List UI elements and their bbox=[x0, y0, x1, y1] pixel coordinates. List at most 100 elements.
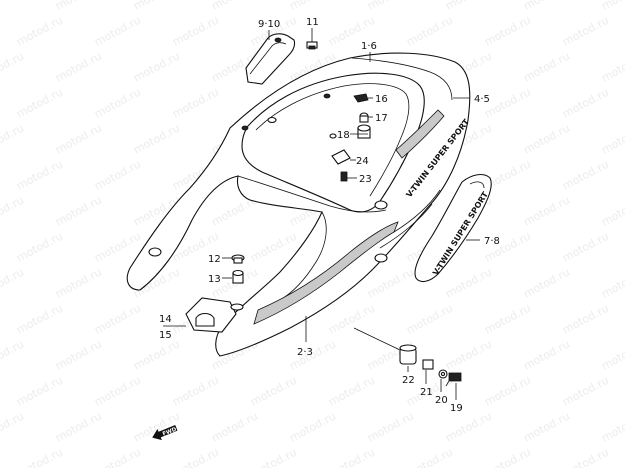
watermark-text: motod.ru bbox=[14, 373, 65, 408]
watermark-text: motod.ru bbox=[0, 0, 26, 13]
watermark-text: motod.ru bbox=[599, 265, 625, 300]
watermark-text: motod.ru bbox=[53, 409, 104, 444]
hardware-13 bbox=[232, 269, 244, 284]
hardware-16 bbox=[353, 93, 369, 103]
watermark-text: motod.ru bbox=[14, 13, 65, 48]
watermark-text: motod.ru bbox=[53, 265, 104, 300]
callout-labels: 9·10 11 1·6 16 4·5 17 18 24 23 7·8 12 13… bbox=[159, 17, 500, 414]
watermark-text: motod.ru bbox=[365, 265, 416, 300]
callout-15: 15 bbox=[159, 330, 172, 341]
watermark-text: motod.ru bbox=[0, 265, 26, 300]
watermark-text: motod.ru bbox=[443, 337, 494, 372]
callout-21: 21 bbox=[420, 387, 433, 398]
callout-16: 16 bbox=[375, 94, 388, 105]
watermark-text: motod.ru bbox=[92, 301, 143, 336]
watermark-text: motod.ru bbox=[209, 0, 260, 13]
watermark-text: motod.ru bbox=[53, 121, 104, 156]
fwd-arrow-icon: FWD bbox=[152, 425, 178, 441]
watermark-text: motod.ru bbox=[521, 265, 572, 300]
watermark-text: motod.ru bbox=[599, 49, 625, 84]
watermark-text: motod.ru bbox=[92, 85, 143, 120]
fwd-label: FWD bbox=[162, 426, 178, 437]
watermark-text: motod.ru bbox=[53, 193, 104, 228]
watermark-text: motod.ru bbox=[131, 337, 182, 372]
watermark-text: motod.ru bbox=[365, 409, 416, 444]
watermark-text: motod.ru bbox=[404, 301, 455, 336]
callout-17: 17 bbox=[375, 113, 388, 124]
watermark-text: motod.ru bbox=[53, 0, 104, 13]
watermark-text: motod.ru bbox=[443, 0, 494, 13]
callout-9-10: 9·10 bbox=[258, 19, 280, 30]
callout-2-3: 2·3 bbox=[297, 347, 313, 358]
leader-lines bbox=[163, 28, 480, 400]
watermark-text: motod.ru bbox=[14, 445, 65, 468]
watermark-text: motod.ru bbox=[443, 265, 494, 300]
callout-23: 23 bbox=[359, 174, 372, 185]
watermark-text: motod.ru bbox=[560, 157, 611, 192]
callout-7-8: 7·8 bbox=[484, 236, 500, 247]
callout-13: 13 bbox=[208, 274, 221, 285]
watermark-text: motod.ru bbox=[482, 229, 533, 264]
watermark-text: motod.ru bbox=[560, 445, 611, 468]
watermark-text: motod.ru bbox=[521, 0, 572, 13]
latch-bracket bbox=[185, 297, 244, 333]
bolt-11 bbox=[306, 41, 318, 50]
watermark-text: motod.ru bbox=[482, 13, 533, 48]
watermark-text: motod.ru bbox=[0, 121, 26, 156]
watermark-text: motod.ru bbox=[92, 445, 143, 468]
watermark-text: motod.ru bbox=[209, 409, 260, 444]
watermark-text: motod.ru bbox=[599, 337, 625, 372]
callout-12: 12 bbox=[208, 254, 221, 265]
hardware-24 bbox=[331, 149, 351, 165]
callout-11: 11 bbox=[306, 17, 319, 28]
watermark-text: motod.ru bbox=[287, 409, 338, 444]
bolt-19 bbox=[445, 372, 462, 387]
watermark-text: motod.ru bbox=[14, 157, 65, 192]
hardware-extra bbox=[267, 116, 337, 139]
watermark-text: motod.ru bbox=[482, 301, 533, 336]
watermark-text: motod.ru bbox=[482, 445, 533, 468]
watermark-text: motod.ru bbox=[131, 49, 182, 84]
callout-22: 22 bbox=[402, 375, 415, 386]
watermark-text: motod.ru bbox=[170, 13, 221, 48]
hardware-12 bbox=[231, 254, 245, 264]
seat-tail-cover: V-TWIN SUPER SPORT bbox=[126, 52, 471, 357]
watermark-text: motod.ru bbox=[92, 373, 143, 408]
watermark-text: motod.ru bbox=[560, 301, 611, 336]
watermark-text: motod.ru bbox=[326, 445, 377, 468]
watermark-text: motod.ru bbox=[599, 0, 625, 13]
watermark-text: motod.ru bbox=[248, 373, 299, 408]
hardware-18 bbox=[357, 124, 371, 139]
callout-24: 24 bbox=[356, 156, 369, 167]
watermark-text: motod.ru bbox=[14, 85, 65, 120]
callout-20: 20 bbox=[435, 395, 448, 406]
watermark-text: motod.ru bbox=[599, 121, 625, 156]
watermark-text: motod.ru bbox=[0, 49, 26, 84]
cushion-22 bbox=[399, 344, 417, 365]
callout-1-6: 1·6 bbox=[361, 41, 377, 52]
watermark-text: motod.ru bbox=[404, 445, 455, 468]
watermark-text: motod.ru bbox=[560, 13, 611, 48]
watermark-text: motod.ru bbox=[248, 445, 299, 468]
watermark-text: motod.ru bbox=[443, 409, 494, 444]
watermark-text: motod.ru bbox=[560, 229, 611, 264]
watermark-text: motod.ru bbox=[326, 301, 377, 336]
washer-20 bbox=[438, 369, 448, 379]
hardware-17 bbox=[359, 112, 369, 123]
watermark-text: motod.ru bbox=[521, 193, 572, 228]
bracket-part bbox=[245, 33, 296, 85]
watermark-text: motod.ru bbox=[92, 13, 143, 48]
watermark-text: motod.ru bbox=[365, 0, 416, 13]
watermark-text: motod.ru bbox=[14, 229, 65, 264]
watermark-text: motod.ru bbox=[131, 121, 182, 156]
watermark-text: motod.ru bbox=[170, 445, 221, 468]
watermark-text: motod.ru bbox=[53, 49, 104, 84]
watermark-text: motod.ru bbox=[53, 337, 104, 372]
watermark-text: motod.ru bbox=[560, 85, 611, 120]
watermark-text: motod.ru bbox=[14, 301, 65, 336]
collar-21 bbox=[422, 359, 434, 370]
watermark-text: motod.ru bbox=[560, 373, 611, 408]
watermark-text: motod.ru bbox=[0, 409, 26, 444]
watermark-text: motod.ru bbox=[599, 193, 625, 228]
